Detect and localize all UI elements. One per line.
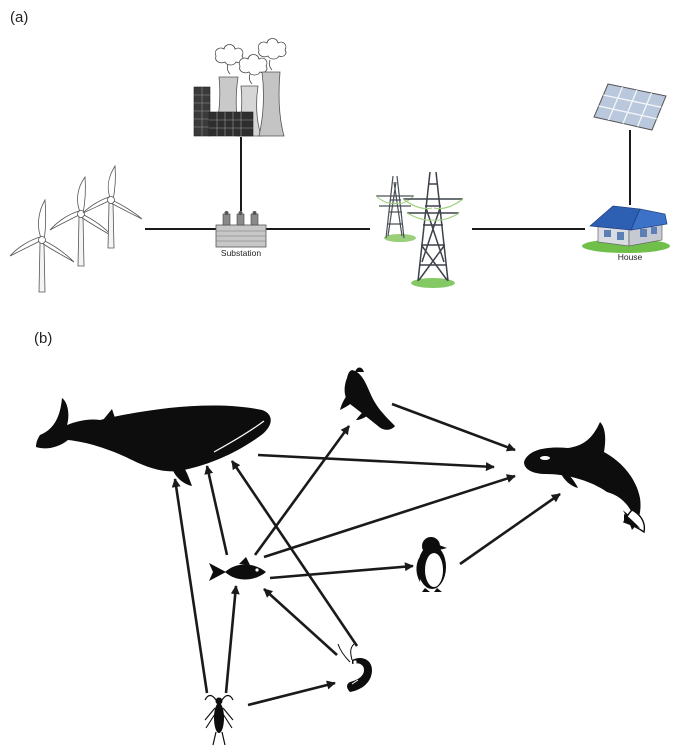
transmission-tower-icon [375, 171, 464, 288]
arrow-shrimp-to-fish [263, 588, 338, 656]
food-web-arrows [171, 402, 561, 707]
wind-turbine-icon [9, 164, 143, 293]
arrow-seal-to-orca [391, 402, 516, 452]
solar-panel-icon [593, 83, 667, 131]
orca-icon [524, 422, 646, 534]
arrow-fish-to-whale [204, 465, 229, 556]
whale-icon [36, 398, 271, 486]
fish-icon [209, 557, 266, 581]
power-connections [145, 130, 631, 230]
panel-b-label: (b) [34, 330, 52, 347]
smoke-icon [214, 38, 287, 85]
house-label: House [618, 252, 643, 262]
krill-icon [204, 694, 234, 746]
panel-a-label: (a) [10, 9, 28, 26]
arrow-penguin-to-orca [459, 492, 561, 566]
arrow-whale-to-orca [257, 453, 495, 472]
house-icon [582, 205, 670, 253]
arrow-fish-to-penguin [269, 562, 414, 580]
seal-icon [340, 367, 395, 430]
arrow-fish-to-orca [263, 474, 516, 559]
transformer-icon [215, 211, 267, 248]
arrow-shrimp-to-whale [230, 460, 359, 647]
arrow-krill-to-fish [224, 585, 240, 694]
arrow-krill-to-whale [171, 478, 209, 694]
arrow-fish-to-seal [253, 425, 351, 556]
penguin-icon [416, 537, 447, 592]
shrimp-icon [337, 643, 372, 692]
substation-label: Substation [221, 248, 261, 258]
arrow-krill-to-shrimp [247, 680, 336, 707]
factory-icon [193, 38, 287, 137]
